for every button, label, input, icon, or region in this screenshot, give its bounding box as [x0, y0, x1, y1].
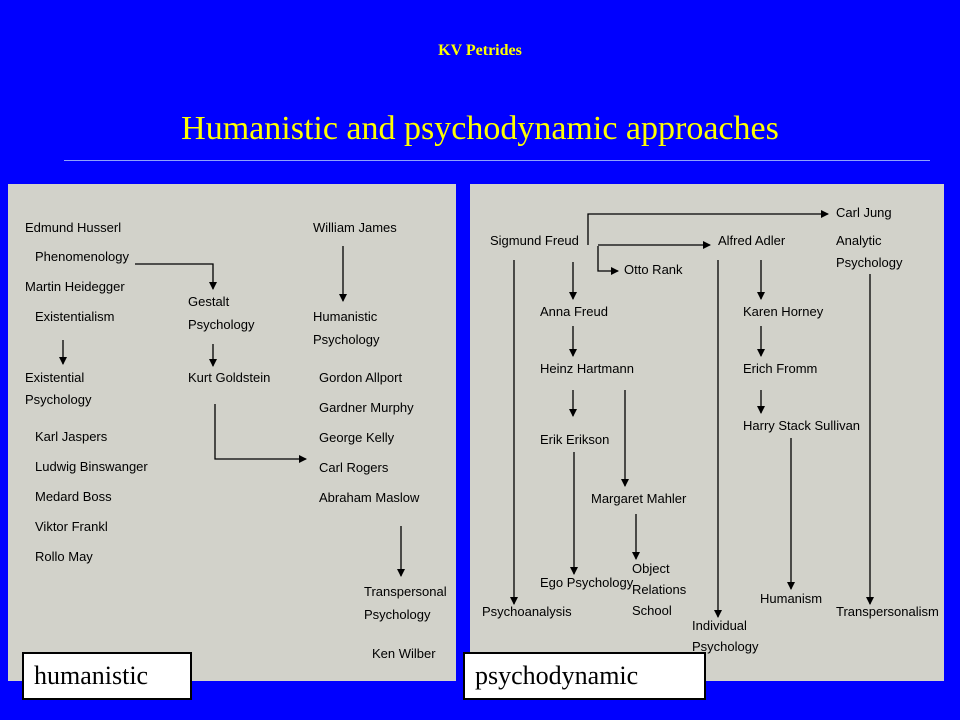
- node-object-relations-line3: School: [632, 603, 672, 618]
- node-goldstein: Kurt Goldstein: [188, 370, 270, 385]
- node-phenomenology: Phenomenology: [35, 249, 129, 264]
- psychodynamic-diagram-panel: Sigmund Freud Otto Rank Carl Jung Analyt…: [470, 184, 944, 681]
- psychodynamic-label-box: psychodynamic: [463, 652, 706, 700]
- humanistic-diagram: Edmund Husserl Phenomenology Martin Heid…: [25, 220, 447, 661]
- node-existential-psychology-line2: Psychology: [25, 392, 92, 407]
- title-divider: [64, 160, 930, 161]
- node-gestalt-line1: Gestalt: [188, 294, 230, 309]
- node-anna-freud: Anna Freud: [540, 304, 608, 319]
- node-gestalt-line2: Psychology: [188, 317, 255, 332]
- node-allport: Gordon Allport: [319, 370, 402, 385]
- node-james: William James: [313, 220, 397, 235]
- node-analytic-psychology-line1: Analytic: [836, 233, 882, 248]
- psychodynamic-diagram: Sigmund Freud Otto Rank Carl Jung Analyt…: [482, 205, 939, 654]
- node-analytic-psychology-line2: Psychology: [836, 255, 903, 270]
- node-sigmund-freud: Sigmund Freud: [490, 233, 579, 248]
- node-carl-jung: Carl Jung: [836, 205, 892, 220]
- node-psychoanalysis: Psychoanalysis: [482, 604, 572, 619]
- node-harry-stack-sullivan: Harry Stack Sullivan: [743, 418, 860, 433]
- node-erich-fromm: Erich Fromm: [743, 361, 817, 376]
- node-object-relations-line2: Relations: [632, 582, 687, 597]
- node-binswanger: Ludwig Binswanger: [35, 459, 148, 474]
- node-wilber: Ken Wilber: [372, 646, 436, 661]
- node-existential-psychology-line1: Existential: [25, 370, 84, 385]
- node-frankl: Viktor Frankl: [35, 519, 108, 534]
- arrow-goldstein-to-rogers: [214, 404, 307, 463]
- node-humanistic-psychology-line1: Humanistic: [313, 309, 378, 324]
- node-otto-rank: Otto Rank: [624, 262, 683, 277]
- humanistic-diagram-panel: Edmund Husserl Phenomenology Martin Heid…: [8, 184, 456, 681]
- node-rogers: Carl Rogers: [319, 460, 389, 475]
- node-boss: Medard Boss: [35, 489, 112, 504]
- node-maslow: Abraham Maslow: [319, 490, 420, 505]
- node-individual-psychology-line2: Psychology: [692, 639, 759, 654]
- node-ego-psychology: Ego Psychology: [540, 575, 634, 590]
- node-individual-psychology-line1: Individual: [692, 618, 747, 633]
- node-transpersonal-line1: Transpersonal: [364, 584, 447, 599]
- node-transpersonalism: Transpersonalism: [836, 604, 939, 619]
- arrow-freud-to-rank: [597, 246, 619, 275]
- node-erik-erikson: Erik Erikson: [540, 432, 609, 447]
- node-husserl: Edmund Husserl: [25, 220, 121, 235]
- node-existentialism: Existentialism: [35, 309, 114, 324]
- node-karen-horney: Karen Horney: [743, 304, 824, 319]
- node-humanistic-psychology-line2: Psychology: [313, 332, 380, 347]
- node-object-relations-line1: Object: [632, 561, 670, 576]
- node-transpersonal-line2: Psychology: [364, 607, 431, 622]
- node-may: Rollo May: [35, 549, 93, 564]
- node-humanism: Humanism: [760, 591, 822, 606]
- arrow-phenomenology-to-gestalt: [135, 263, 217, 290]
- author-name: KV Petrides: [438, 42, 522, 59]
- node-heinz-hartmann: Heinz Hartmann: [540, 361, 634, 376]
- node-margaret-mahler: Margaret Mahler: [591, 491, 687, 506]
- arrow-freud-to-jung: [587, 210, 829, 245]
- node-kelly: George Kelly: [319, 430, 395, 445]
- node-murphy: Gardner Murphy: [319, 400, 414, 415]
- node-alfred-adler: Alfred Adler: [718, 233, 786, 248]
- humanistic-label-box: humanistic: [22, 652, 192, 700]
- node-jaspers: Karl Jaspers: [35, 429, 108, 444]
- slide-title: Humanistic and psychodynamic approaches: [181, 110, 779, 147]
- node-heidegger: Martin Heidegger: [25, 279, 125, 294]
